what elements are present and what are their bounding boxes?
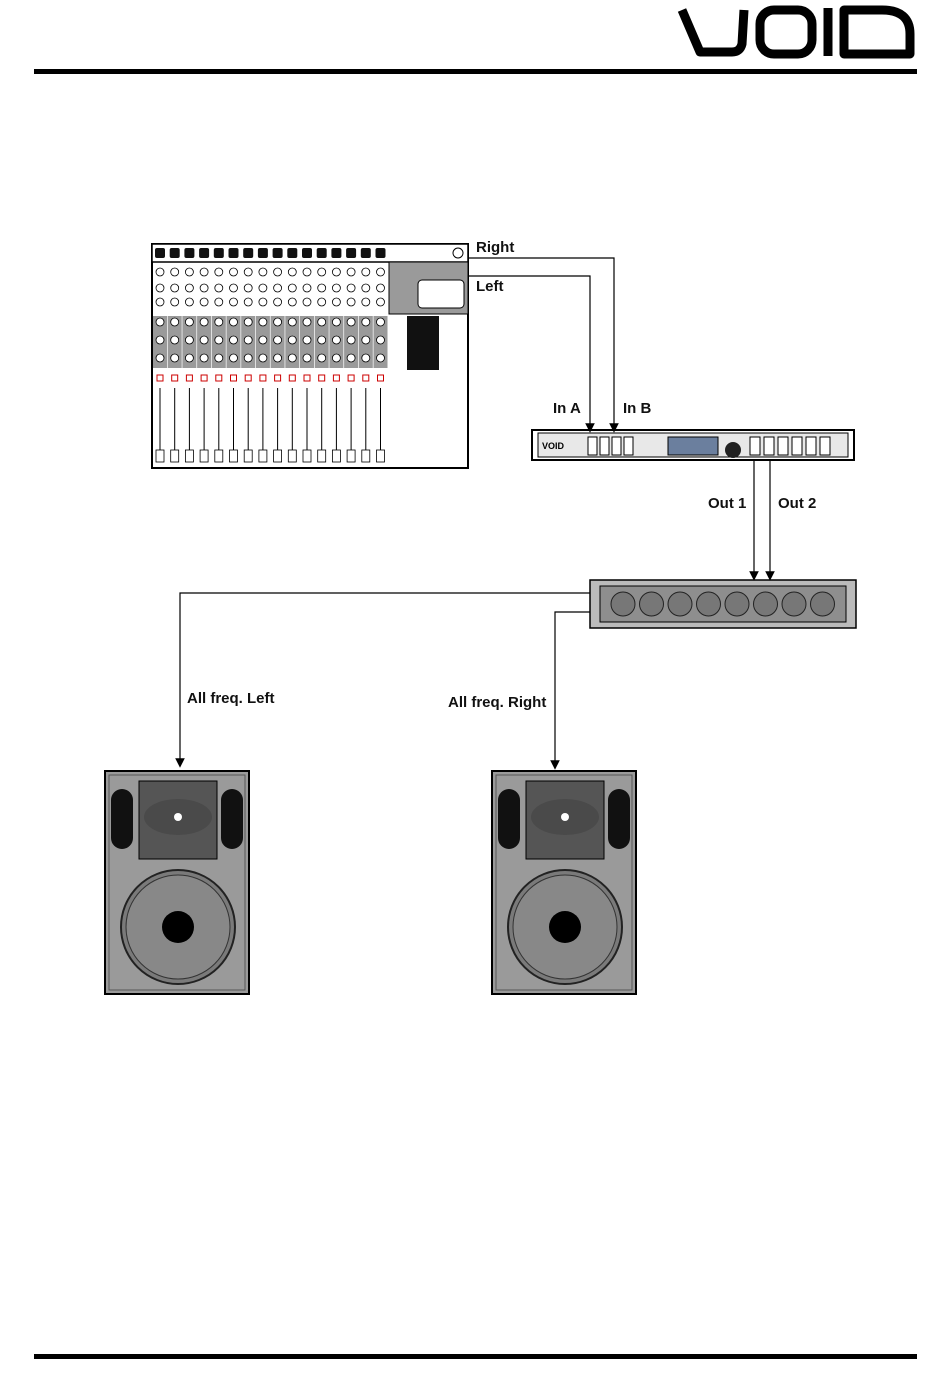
label-out-2: Out 2 [778,495,816,512]
label-in-b: In B [623,400,651,417]
label-left: Left [476,278,504,295]
label-all-freq-right: All freq. Right [448,694,546,711]
label-in-a: In A [553,400,581,417]
speaker-right [492,771,636,994]
svg-text:VOID: VOID [542,441,565,451]
processor: VOID [532,430,854,460]
amplifier [590,580,856,628]
label-all-freq-left: All freq. Left [187,690,275,707]
label-out-1: Out 1 [708,495,746,512]
mixer [152,244,468,468]
cable-all-freq-right [555,612,590,765]
cable-all-freq-left [180,593,590,763]
speaker-left [105,771,249,994]
label-right: Right [476,239,514,256]
